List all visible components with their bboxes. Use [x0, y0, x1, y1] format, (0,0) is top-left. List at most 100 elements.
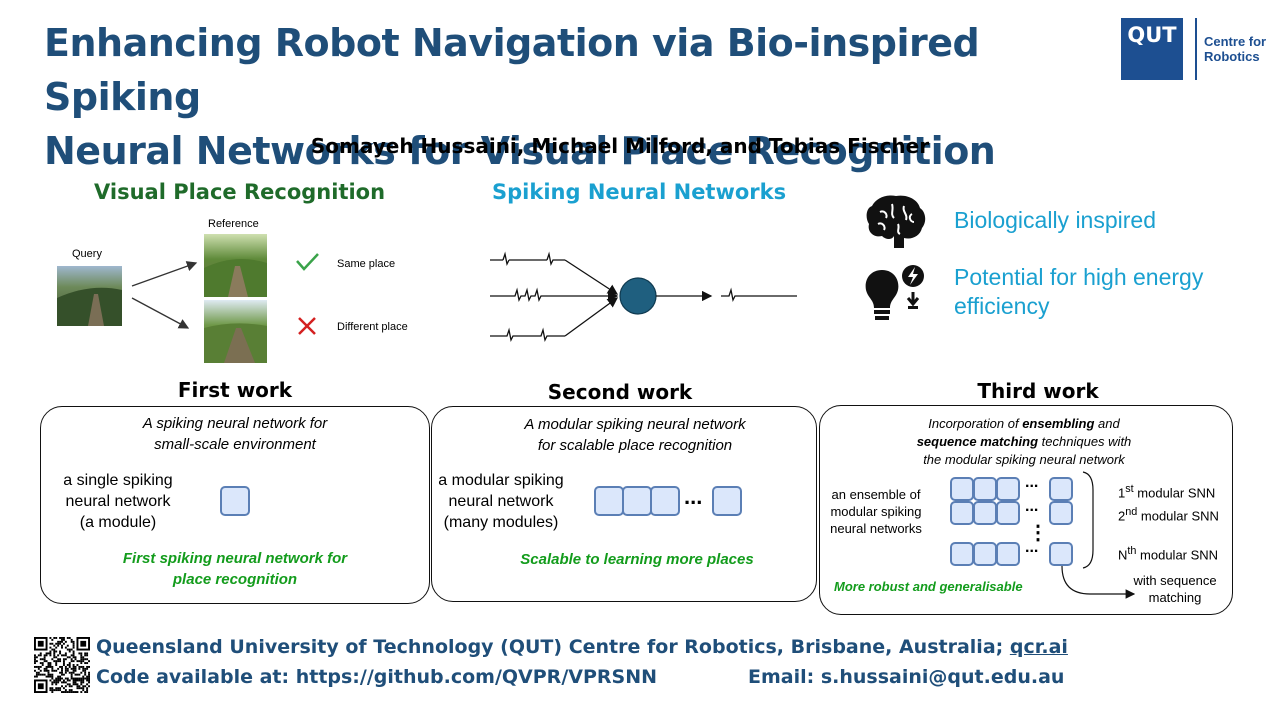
sequence-matching-arrow: [1061, 565, 1136, 599]
module: [996, 542, 1020, 566]
second-work-body-line-2: neural network: [448, 493, 554, 510]
qcr-link[interactable]: qcr.ai: [1009, 636, 1068, 658]
first-work-body: a single spiking neural network (a modul…: [48, 470, 188, 533]
module: [1049, 477, 1073, 501]
footer-code-link[interactable]: Code available at: https://github.com/QV…: [96, 666, 658, 688]
seq-line-2: matching: [1148, 590, 1202, 605]
snn-diagram: [490, 251, 797, 342]
footer-email[interactable]: Email: s.hussaini@qut.edu.au: [748, 666, 1065, 688]
vpr-diagram: [57, 234, 319, 363]
second-modular-snn: 2nd modular SNN: [1118, 506, 1219, 523]
different-place-label: Different place: [337, 321, 408, 333]
title-line-1: Enhancing Robot Navigation via Bio-inspi…: [44, 21, 980, 119]
title-line-2: Neural Networks for Visual Place Recogni…: [44, 129, 996, 173]
logo-text-line-2: Robotics: [1204, 49, 1260, 64]
third-work-connectors: [1061, 471, 1136, 599]
first-work-body-line-1: a single spiking: [63, 472, 173, 489]
footer-affiliation: Queensland University of Technology (QUT…: [96, 636, 1068, 658]
second-work-body-line-1: a modular spiking: [438, 472, 564, 489]
logo-text-line-1: Centre for: [1204, 34, 1267, 49]
row-2-ellipsis: ...: [1025, 498, 1039, 515]
second-work-body: a modular spiking neural network (many m…: [432, 470, 570, 533]
module: [973, 501, 997, 525]
first-work-result-line-1: First spiking neural network for: [122, 550, 348, 567]
feature-biologically-inspired: Biologically inspired: [954, 207, 1156, 233]
reference-label: Reference: [208, 218, 259, 230]
second-work-desc-line-1: A modular spiking neural network: [524, 416, 746, 433]
brain-icon: [866, 195, 926, 248]
first-work-desc-line-2: small-scale environment: [154, 436, 316, 453]
second-work-description: A modular spiking neural network for sca…: [445, 414, 825, 456]
spike-train-3: [490, 327, 565, 342]
module: [950, 501, 974, 525]
module: [594, 486, 624, 516]
neuron: [619, 277, 657, 315]
snn-sup: th: [1127, 545, 1137, 557]
second-work-heading: Second work: [547, 380, 693, 404]
second-work-desc-line-2: for scalable place recognition: [537, 437, 733, 454]
reference-photo-different: [204, 300, 267, 363]
ensemble-brace: [1082, 471, 1094, 569]
desc-text: Incorporation of: [928, 416, 1023, 431]
third-work-result: More robust and generalisable: [834, 579, 1023, 594]
module: [973, 477, 997, 501]
logo-divider: [1195, 18, 1197, 80]
module: [650, 486, 680, 516]
module: [973, 542, 997, 566]
module: [712, 486, 742, 516]
lightbulb-energy-icon: [865, 265, 924, 320]
third-work-box: [819, 405, 1233, 615]
seq-line-1: with sequence: [1133, 573, 1217, 588]
desc-text: and: [1094, 416, 1120, 431]
third-work-description: Incorporation of ensembling and sequence…: [826, 415, 1222, 469]
third-work-desc-line-1: Incorporation of ensembling and: [826, 415, 1222, 433]
affiliation-text: Queensland University of Technology (QUT…: [96, 636, 1010, 658]
desc-bold-ensembling: ensembling: [1022, 416, 1095, 431]
snn-sup: nd: [1125, 506, 1138, 518]
first-work-body-line-3: (a module): [79, 514, 157, 531]
row-1-ellipsis: ...: [1025, 474, 1039, 491]
module: [950, 542, 974, 566]
module: [996, 477, 1020, 501]
modules-ellipsis: ...: [684, 484, 703, 509]
third-work-desc-line-3: the modular spiking neural network: [923, 452, 1125, 467]
snn-label: modular SNN: [1133, 485, 1216, 501]
qut-logo: QUT: [1121, 18, 1183, 80]
arrow-to-different: [131, 297, 190, 329]
third-work-desc-line-2: sequence matching techniques with: [826, 433, 1222, 451]
module: [1049, 501, 1073, 525]
snn-num: 2: [1118, 508, 1126, 524]
vpr-heading: Visual Place Recognition: [94, 180, 386, 204]
first-modular-snn: 1st modular SNN: [1118, 483, 1215, 500]
feature-energy-efficiency: Potential for high energy efficiency: [954, 263, 1203, 321]
snn-label: modular SNN: [1137, 508, 1219, 524]
arrow-to-same: [131, 261, 198, 287]
desc-bold-sequence-matching: sequence matching: [916, 434, 1039, 449]
query-label: Query: [72, 248, 102, 260]
spike-train-2: [490, 287, 565, 302]
module: [622, 486, 652, 516]
snn-sup: st: [1125, 483, 1134, 495]
authors: Somayeh Hussaini, Michael Milford, and T…: [310, 134, 930, 158]
poster-title: Enhancing Robot Navigation via Bio-inspi…: [44, 16, 1114, 178]
third-work-body: an ensemble of modular spiking neural ne…: [822, 486, 930, 537]
third-work-body-line-1: an ensemble of: [831, 487, 921, 502]
first-work-description: A spiking neural network for small-scale…: [40, 413, 430, 455]
query-photo: [57, 266, 122, 326]
sequence-matching-label: with sequence matching: [1120, 572, 1230, 606]
check-icon: [296, 253, 319, 271]
nth-modular-snn: Nth modular SNN: [1118, 545, 1218, 562]
first-work-body-line-2: neural network: [65, 493, 171, 510]
logo-text: Centre for Robotics: [1204, 34, 1266, 64]
vertical-ellipsis: ⋮: [1028, 522, 1048, 544]
third-work-body-line-2: modular spiking: [830, 504, 922, 519]
feature-energy-line-2: efficiency: [954, 293, 1050, 319]
snn-num: N: [1118, 547, 1128, 563]
output-spike-train: [721, 287, 797, 302]
desc-text: techniques with: [1038, 434, 1132, 449]
feature-energy-line-1: Potential for high energy: [954, 264, 1204, 290]
snn-num: 1: [1118, 485, 1126, 501]
same-place-label: Same place: [337, 258, 396, 270]
third-work-heading: Third work: [977, 379, 1099, 403]
row-n-ellipsis: ...: [1025, 539, 1039, 556]
